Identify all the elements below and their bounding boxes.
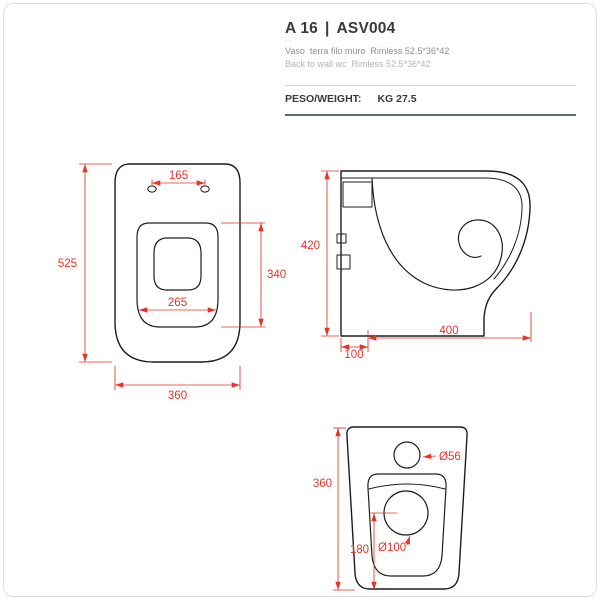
dim-outlet-height: 180 <box>350 544 369 556</box>
description-english: Back to wall wc Rimless 52.5*36*42 <box>285 59 431 69</box>
front-view-body-outline <box>346 426 468 590</box>
seat-outline <box>136 222 219 328</box>
front-view: Ø56 360 180 Ø100 <box>313 426 468 591</box>
inlet-hole <box>393 441 421 469</box>
product-title: A 16 | ASV004 <box>285 20 576 38</box>
bowl-opening-outline <box>153 237 202 291</box>
side-view-extension-lines <box>321 170 532 352</box>
dim-total-width: 360 <box>168 390 187 402</box>
product-code: ASV004 <box>336 20 396 37</box>
divider-dark <box>285 114 576 116</box>
dim-outlet-diameter: Ø100 <box>378 542 406 554</box>
title-separator: | <box>324 20 330 37</box>
front-view-inner-curve <box>368 483 446 490</box>
weight-value: KG 27.5 <box>377 93 417 105</box>
top-view-dimension-lines <box>82 164 264 388</box>
dim-height: 420 <box>301 240 320 252</box>
side-view-inlet-fitting <box>336 233 347 244</box>
top-view-body-outline <box>114 163 241 363</box>
side-view-supply-fitting <box>336 254 351 270</box>
side-view-bowl-curve <box>371 177 503 291</box>
dim-front-height: 360 <box>313 478 332 490</box>
dim-outlet-offset: 100 <box>344 349 363 361</box>
weight-row: PESO/WEIGHT: KG 27.5 <box>285 93 576 105</box>
inlet-diameter-leader <box>422 453 437 460</box>
top-view-extension-lines <box>79 163 265 390</box>
side-view-flush-valve <box>342 181 373 208</box>
dim-depth: 400 <box>439 325 458 337</box>
top-view: 165 525 340 265 360 <box>58 163 286 402</box>
side-view-dimension-lines <box>324 171 531 350</box>
dim-seat-width: 265 <box>168 297 187 309</box>
dim-inlet-diameter: Ø56 <box>439 451 461 463</box>
hinge-hole-left <box>147 185 157 193</box>
hinge-hole-right <box>200 185 210 193</box>
weight-label: PESO/WEIGHT: <box>285 93 362 105</box>
divider-light <box>285 85 576 86</box>
description-italian: Vaso terra filo muro Rimless 52.5*36*42 <box>285 46 450 56</box>
product-series: A 16 <box>285 20 318 37</box>
front-view-extension-lines <box>333 427 397 591</box>
dim-total-depth: 525 <box>58 258 77 270</box>
outlet-diameter-leader <box>404 535 411 546</box>
front-view-inner-outline <box>367 473 447 577</box>
side-view-body-outline <box>340 170 531 337</box>
dim-hinge-spacing: 165 <box>169 170 188 182</box>
side-view-rim-line <box>340 177 523 280</box>
dim-seat-length: 340 <box>267 269 286 281</box>
side-view: 420 400 100 <box>301 170 532 361</box>
front-view-dimension-lines <box>335 428 437 590</box>
header: A 16 | ASV004 Vaso terra filo muro Rimle… <box>285 20 576 116</box>
